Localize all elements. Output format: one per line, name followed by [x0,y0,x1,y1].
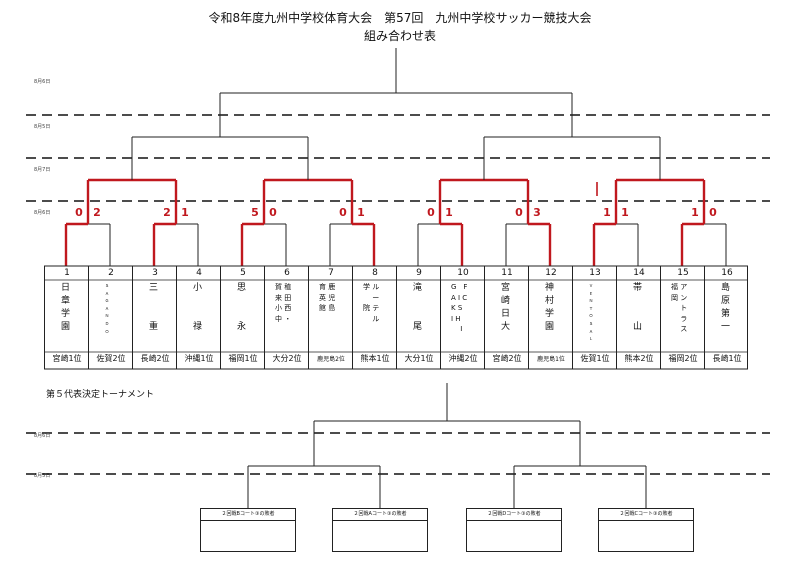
date-label: 8月6日 [34,210,51,216]
team-qualification: 沖縄1位 [184,354,214,363]
team-qualification: 福岡2位 [668,354,698,363]
match-score: 0 [75,206,83,219]
team-qualification: 宮崎1位 [52,354,82,363]
team-name: 日 章 学 園 [61,283,71,333]
team-seed: 4 [196,268,202,278]
team-qualification: 長崎2位 [140,354,170,363]
team-qualification: 福岡1位 [228,354,258,363]
team-entry: 13 Ｖ Ｅ Ｎ Ｔ Ｏ Ｓ Ａ Ｌ 佐賀1位 [572,266,616,369]
team-qualification: 佐賀2位 [96,354,126,363]
team-entry: 4 小 禄沖縄1位 [176,266,220,369]
slot-label: ２回戦Bコート③の敗者 [201,509,295,521]
consolation-slot: ２回戦Bコート③の敗者 [200,508,296,552]
team-name: 滝 尾 [413,283,423,333]
match-score: 0 [339,206,347,219]
team-name: Ｖ Ｅ Ｎ Ｔ Ｏ Ｓ Ａ Ｌ [589,283,593,342]
tournament-title: 令和8年度九州中学校体育大会 第57回 九州中学校サッカー競技大会 [208,11,592,25]
match-score: 1 [621,206,629,219]
team-seed: 13 [589,268,601,278]
team-name: 帯 山 [633,283,643,333]
team-entry: 12 神 村 学 園鹿児島1位 [528,266,572,369]
team-name: 神 村 学 園 [545,283,555,333]
team-entry: 11 宮 崎 日 大宮崎2位 [484,266,528,369]
team-name: 島 原 第 一 [721,283,731,333]
team-name: 宮 崎 日 大 [501,283,511,333]
team-seed: 14 [633,268,645,278]
team-seed: 3 [152,268,158,278]
team-seed: 8 [372,268,378,278]
team-seed: 15 [677,268,689,278]
team-entry: 8 学 ル ー 院 テ ル熊本1位 [352,266,396,369]
team-entry: 9 滝 尾大分1位 [396,266,440,369]
team-entry: 7 育 鹿 英 児 館 島鹿児島2位 [308,266,352,369]
team-qualification: 長崎1位 [712,354,742,363]
match-score: 2 [163,206,171,219]
team-seed: 1 [64,268,70,278]
date-label: 8月6日 [34,433,51,439]
team-seed: 2 [108,268,114,278]
team-qualification: 宮崎2位 [492,354,522,363]
team-qualification: 鹿児島1位 [537,356,565,363]
team-seed: 5 [240,268,246,278]
slot-label: ２回戦Dコート③の敗者 [467,509,561,521]
team-name: 育 鹿 英 児 館 島 [319,283,336,312]
team-seed: 10 [457,268,469,278]
team-name: 思 永 [237,283,247,333]
date-label: 8月5日 [34,473,51,479]
match-score: 1 [357,206,365,219]
team-seed: 16 [721,268,733,278]
team-entry: 1 日 章 学 園宮崎1位 [44,266,88,369]
team-name: 小 禄 [193,283,203,333]
team-entry: 16 島 原 第 一長崎1位 [704,266,748,369]
team-name: G F A I C K S I H I [451,283,468,333]
team-qualification: 鹿児島2位 [317,356,345,363]
team-qualification: 大分1位 [404,354,434,363]
bracket-subtitle: 組み合わせ表 [363,29,436,43]
team-seed: 6 [284,268,290,278]
date-label: 8月6日 [34,79,51,85]
consolation-slot: ２回戦Cコート③の敗者 [598,508,694,552]
date-label: 8月5日 [34,124,51,130]
slot-label: ２回戦Cコート③の敗者 [599,509,693,521]
match-score: 2 [93,206,101,219]
team-name: 三 重 [149,283,159,333]
match-score: 1 [691,206,699,219]
match-score: 0 [427,206,435,219]
team-seed: 11 [501,268,513,278]
match-score: 0 [269,206,277,219]
match-score: 3 [533,206,541,219]
match-score: 1 [603,206,611,219]
team-entry: 15 福 ア 岡 ン ト ラ ス福岡2位 [660,266,704,369]
slot-label: ２回戦Aコート③の敗者 [333,509,427,521]
match-score: 0 [515,206,523,219]
date-label: 8月7日 [34,167,51,173]
team-entry: 5 思 永福岡1位 [220,266,264,369]
team-qualification: 沖縄2位 [448,354,478,363]
team-name: 学 ル ー 院 テ ル [363,283,380,323]
team-entry: 6 賀 稙 来 田 小 西 中 ・大分2位 [264,266,308,369]
team-name: 福 ア 岡 ン ト ラ ス [671,283,688,333]
team-entry: 14 帯 山熊本2位 [616,266,660,369]
consolation-slot: ２回戦Dコート③の敗者 [466,508,562,552]
team-entry: 3 三 重長崎2位 [132,266,176,369]
team-qualification: 大分2位 [272,354,302,363]
team-entry: 2 Ｓ Ａ Ｇ Ａ Ｎ Ｄ Ｏ 佐賀2位 [88,266,132,369]
match-score: 1 [181,206,189,219]
consolation-title: 第５代表決定トーナメント [46,390,155,400]
team-qualification: 佐賀1位 [580,354,610,363]
team-seed: 12 [545,268,557,278]
team-entry: 10 G F A I C K S I H I 沖縄2位 [440,266,484,369]
team-name: Ｓ Ａ Ｇ Ａ Ｎ Ｄ Ｏ [105,283,109,334]
match-score: 5 [251,206,259,219]
match-score: 1 [445,206,453,219]
match-score: 0 [709,206,717,219]
team-qualification: 熊本2位 [624,354,654,363]
team-seed: 7 [328,268,334,278]
team-seed: 9 [416,268,422,278]
team-name: 賀 稙 来 田 小 西 中 ・ [275,283,292,323]
team-qualification: 熊本1位 [360,354,390,363]
consolation-slot: ２回戦Aコート③の敗者 [332,508,428,552]
